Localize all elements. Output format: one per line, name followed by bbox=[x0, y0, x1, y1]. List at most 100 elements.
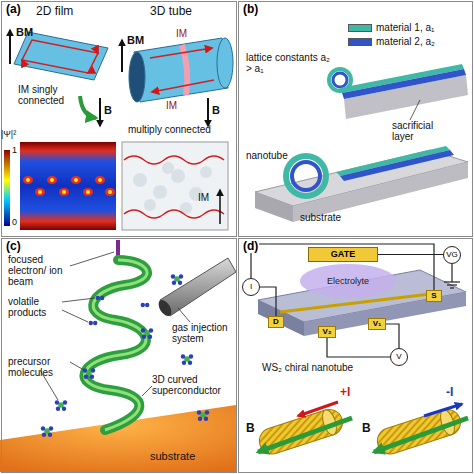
panel-frame: (d) GATE ElectrolyteD S V₂ V₁ VG I V bbox=[238, 238, 473, 473]
figure-label: BM bbox=[127, 34, 144, 46]
vortex bbox=[59, 188, 69, 196]
legend-text: material 1, a₁ bbox=[376, 22, 434, 33]
gas-nozzle bbox=[160, 258, 236, 316]
field-arrow bbox=[9, 30, 11, 64]
vortex-row bbox=[23, 176, 115, 196]
volatile bbox=[89, 321, 98, 325]
figure-label: volatile products bbox=[8, 296, 64, 318]
figure-label: +I bbox=[340, 386, 350, 399]
electrolyte-drop: Electrolyte bbox=[300, 264, 396, 298]
meter-symbol: I bbox=[242, 278, 260, 296]
figure-label: B bbox=[104, 104, 112, 116]
vortex bbox=[153, 185, 167, 199]
current-arrow bbox=[219, 190, 221, 224]
field-arrow bbox=[207, 98, 209, 126]
molecule bbox=[41, 426, 53, 437]
panel-letter: (a) bbox=[5, 3, 22, 16]
helix-highlight bbox=[85, 260, 147, 430]
substrate bbox=[0, 405, 236, 472]
circuit-wire bbox=[260, 287, 276, 316]
field-arrow bbox=[374, 418, 468, 452]
vortex-pattern bbox=[133, 162, 212, 214]
current-arrow bbox=[150, 48, 212, 58]
order-parameter-map bbox=[20, 142, 116, 230]
figure-label: 1 bbox=[12, 146, 17, 156]
legend-text: material 2, a₂ bbox=[376, 36, 435, 47]
vortex-core bbox=[62, 190, 66, 194]
circuit-wire bbox=[327, 338, 390, 357]
ground-symbol bbox=[447, 284, 457, 285]
figure-label: WS₂ chiral nanotube bbox=[262, 362, 387, 373]
helix bbox=[85, 260, 147, 430]
vortex-core bbox=[86, 190, 90, 194]
figure-label: IM bbox=[198, 192, 209, 203]
meter-symbol: VG bbox=[443, 246, 461, 264]
ground-wire bbox=[451, 264, 452, 282]
tube-end bbox=[217, 38, 233, 88]
gate-electrode: GATE bbox=[308, 247, 378, 262]
vortex bbox=[83, 188, 93, 196]
legend-swatch bbox=[348, 24, 372, 32]
bend-arrow bbox=[80, 96, 96, 118]
node-label: V₂ bbox=[323, 328, 332, 336]
edge-current bbox=[124, 156, 224, 164]
molecule bbox=[141, 328, 153, 339]
node-label: V bbox=[396, 353, 401, 361]
figure-label: substrate bbox=[300, 212, 341, 223]
vortex bbox=[105, 188, 115, 196]
ground-symbol bbox=[450, 287, 454, 288]
molecule bbox=[55, 400, 67, 411]
ground-symbol bbox=[444, 281, 460, 282]
vortex bbox=[162, 162, 174, 174]
chip-front bbox=[258, 300, 304, 336]
substrate-front bbox=[255, 192, 293, 222]
vortex-core bbox=[74, 178, 78, 182]
color-bar bbox=[4, 150, 10, 226]
field-arrow bbox=[99, 98, 101, 126]
tube-map bbox=[122, 142, 228, 230]
layer-2 bbox=[342, 69, 466, 99]
figure-label: multiply connected bbox=[128, 124, 211, 135]
meter-symbol: V bbox=[390, 348, 408, 366]
molecule bbox=[197, 410, 209, 421]
figure-label: IM singly connected bbox=[18, 84, 76, 106]
edge-current bbox=[124, 210, 224, 218]
contact-pad: D bbox=[268, 316, 284, 328]
contact-pad: V₁ bbox=[368, 318, 386, 330]
volatile bbox=[141, 303, 150, 307]
node-label: V₁ bbox=[373, 320, 382, 328]
vortex bbox=[133, 173, 147, 187]
figure-label: B bbox=[362, 422, 371, 435]
panel-letter: (d) bbox=[242, 240, 259, 253]
field-arrow bbox=[121, 40, 123, 72]
nozzle-mouth bbox=[156, 298, 174, 319]
figure-label: focused electron/ ion beam bbox=[8, 254, 80, 287]
vortex bbox=[71, 176, 81, 184]
panel-frame: (b) bbox=[238, 1, 473, 237]
panel-letter: (b) bbox=[242, 3, 259, 16]
figure-label: B bbox=[212, 104, 220, 116]
figure-label: precursor molecules bbox=[8, 356, 70, 378]
vortex-core bbox=[38, 190, 42, 194]
vortex-core bbox=[50, 178, 54, 182]
vortex bbox=[23, 176, 33, 184]
vortex bbox=[47, 176, 57, 184]
figure-label: 3D curved superconductor bbox=[152, 374, 232, 396]
circuit-wire bbox=[386, 324, 399, 348]
node-label: Electrolyte bbox=[327, 277, 369, 286]
figure-label: 0 bbox=[12, 218, 17, 228]
figure-label: sacrificial layer bbox=[392, 120, 454, 142]
node-label: VG bbox=[446, 251, 458, 259]
leader-line bbox=[142, 386, 152, 396]
vortex-core bbox=[26, 178, 30, 182]
volatile bbox=[96, 296, 105, 300]
figure-label: nanotube bbox=[246, 150, 288, 161]
figure-label: |Ψ|² bbox=[1, 130, 16, 140]
node-label: S bbox=[431, 292, 436, 300]
node-label: I bbox=[250, 283, 252, 291]
tube-opening bbox=[129, 52, 145, 102]
current-arrow bbox=[424, 404, 462, 416]
layer-2 bbox=[340, 150, 454, 181]
curl bbox=[333, 73, 347, 87]
